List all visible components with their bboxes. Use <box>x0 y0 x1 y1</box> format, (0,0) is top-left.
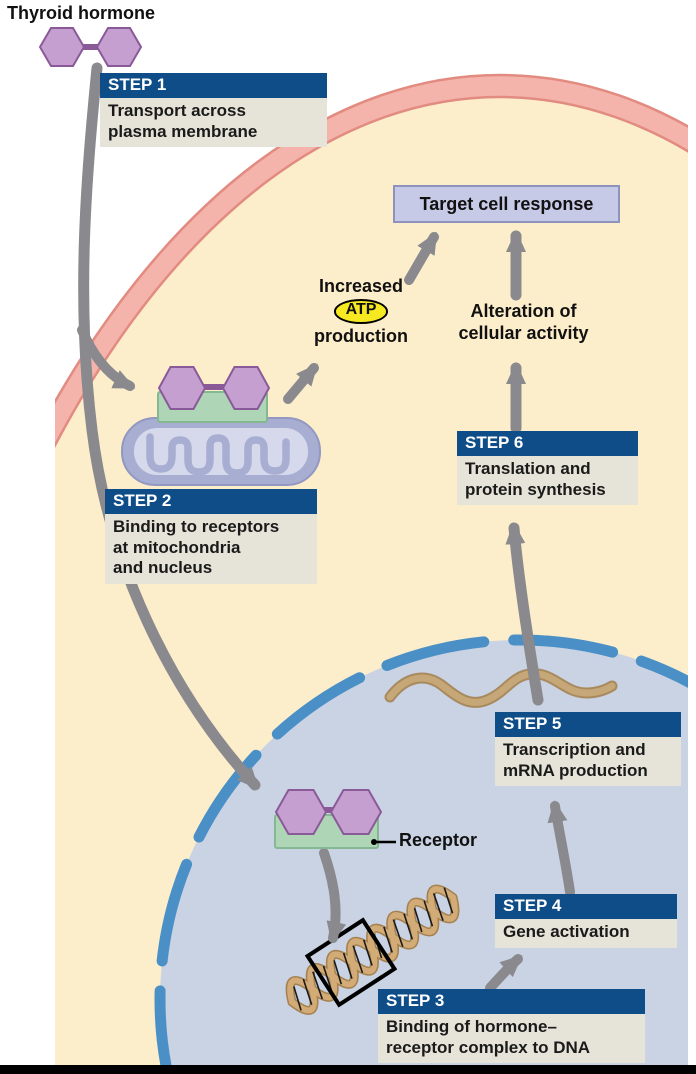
step-1-line-1: Transport across <box>108 101 246 120</box>
step-2-line-1: Binding to receptors <box>113 517 280 536</box>
step-6-body: Translation and protein synthesis <box>457 456 638 506</box>
mitochondrion <box>121 417 321 486</box>
arrow-atp-to-response <box>404 231 439 285</box>
arrow-step3-to-step4 <box>485 954 523 993</box>
dna-helix <box>285 884 460 1015</box>
step-5-header: STEP 5 <box>495 712 681 737</box>
target-cell-response-box: Target cell response <box>393 185 620 223</box>
step-6-line-1: Translation and <box>465 459 591 478</box>
step-1-line-2: plasma membrane <box>108 121 258 141</box>
thyroid-hormone-molecule <box>38 27 143 67</box>
arrow-nucleus-to-step6 <box>505 522 544 706</box>
step-3-header: STEP 3 <box>378 989 645 1014</box>
step-3-box: STEP 3 Binding of hormone– receptor comp… <box>378 989 645 1064</box>
step-2-body: Binding to receptors at mitochondria and… <box>105 514 317 585</box>
atp-badge: ATP <box>333 299 389 325</box>
arrow-mito-to-atp <box>283 363 319 404</box>
step-1-body: Transport across plasma membrane <box>100 98 327 148</box>
hormone-hexagon <box>221 366 271 410</box>
step-2-line-3: and nucleus <box>113 558 213 578</box>
step-6-box: STEP 6 Translation and protein synthesis <box>457 431 638 506</box>
alteration-of-cellular-activity-label: Alteration of cellular activity <box>436 301 611 345</box>
step-2-box: STEP 2 Binding to receptors at mitochond… <box>105 489 317 585</box>
alteration-line-2: cellular activity <box>458 322 589 343</box>
step-4-body: Gene activation <box>495 919 677 948</box>
hormone-hexagon <box>95 27 143 67</box>
nuclear-envelope <box>154 634 688 1065</box>
step-1-box: STEP 1 Transport across plasma membrane <box>100 73 327 148</box>
arrow-transport-into-cell <box>78 62 261 791</box>
mrna-strand <box>384 668 618 708</box>
step-2-line-2: at mitochondria <box>113 537 241 557</box>
receptor-label: Receptor <box>399 830 478 850</box>
nuclear-receptor-complex <box>274 789 383 849</box>
increased-atp-production-label: Increased ATP production <box>281 276 441 347</box>
step-5-line-1: Transcription and <box>503 740 646 759</box>
step-6-header: STEP 6 <box>457 431 638 456</box>
step-5-line-2: mRNA production <box>503 760 648 780</box>
step-3-line-2: receptor complex to DNA <box>386 1037 591 1057</box>
step-4-header: STEP 4 <box>495 894 677 919</box>
figure-bottom-rule <box>0 1065 696 1074</box>
thyroid-hormone-label: Thyroid hormone <box>7 3 155 23</box>
atp-line-1: Increased <box>318 276 404 296</box>
hormone-hexagon <box>329 789 383 835</box>
step-3-line-1: Binding of hormone– <box>386 1017 557 1036</box>
arrow-step4-to-step5 <box>547 800 575 897</box>
step-6-line-2: protein synthesis <box>465 479 606 499</box>
hormone-hexagon <box>38 27 86 67</box>
step-4-box: STEP 4 Gene activation <box>495 894 677 948</box>
arrow-receptor-to-dna <box>319 848 347 944</box>
target-cell-response-label: Target cell response <box>419 193 594 214</box>
step-3-body: Binding of hormone– receptor complex to … <box>378 1014 645 1064</box>
mitochondrial-cristae <box>146 433 290 477</box>
arrow-to-mitochondria <box>77 325 136 391</box>
step-5-body: Transcription and mRNA production <box>495 737 681 787</box>
atp-line-2: production <box>314 326 408 347</box>
step-5-box: STEP 5 Transcription and mRNA production <box>495 712 681 787</box>
hormone-hexagon <box>274 789 328 835</box>
step-4-line-1: Gene activation <box>503 922 630 941</box>
step-2-header: STEP 2 <box>105 489 317 514</box>
hormone-hexagon <box>157 366 207 410</box>
step-1-header: STEP 1 <box>100 73 327 98</box>
alteration-line-1: Alteration of <box>470 301 577 321</box>
mitochondrial-receptor-complex <box>157 366 271 423</box>
